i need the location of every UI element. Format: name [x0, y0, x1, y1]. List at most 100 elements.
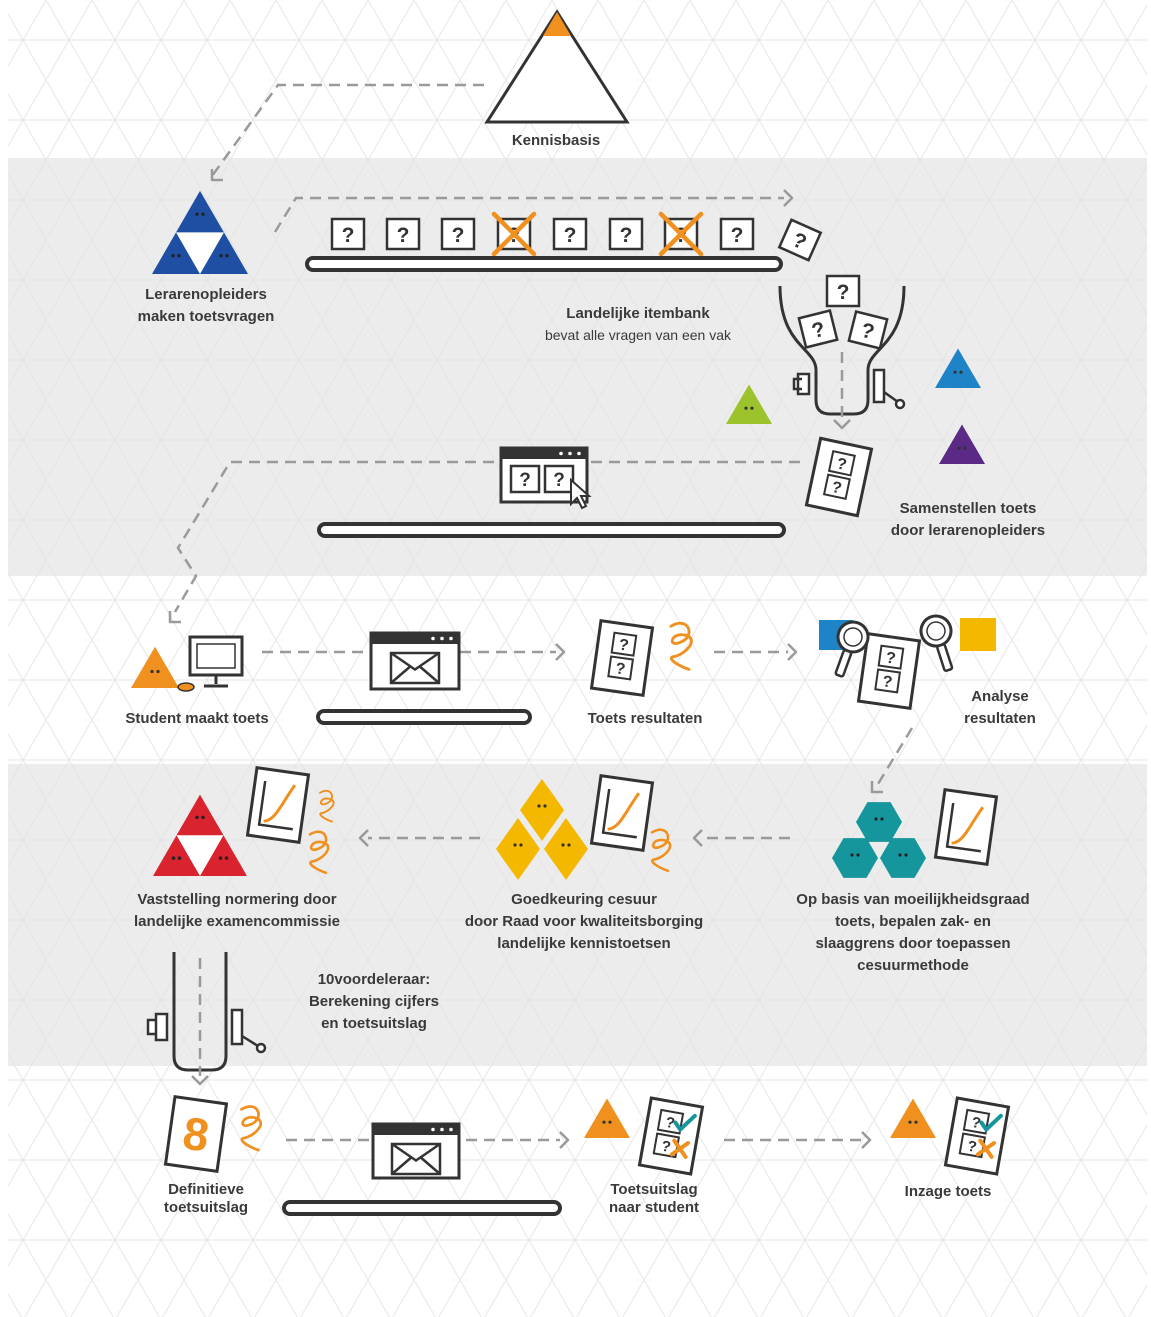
svg-text:?: ? — [614, 660, 626, 678]
label-lerarenopleiders: Lerarenopleiders maken toetsvragen — [137, 286, 275, 325]
arrow-tube-down — [191, 1075, 209, 1086]
question-card-icon: ? — [847, 310, 889, 350]
test-sheet-icon: ?? — [589, 619, 655, 697]
svg-text:?: ? — [966, 1138, 978, 1156]
raad-diamond-icon — [544, 818, 588, 880]
label-definitieve: Definitieve toetsuitslag — [163, 1181, 249, 1216]
student-triangle-icon — [584, 1098, 630, 1138]
svg-text:?: ? — [885, 650, 897, 668]
graph-sheet-icon — [245, 766, 311, 844]
label-samenstellen: Samenstellen toets door lerarenopleiders — [890, 500, 1046, 539]
arrow-to-itembank — [783, 189, 794, 207]
result-sheet-icon: ?? — [637, 1096, 705, 1176]
arrow-kennisbasis — [210, 169, 223, 182]
browser-window-icon: ?? — [499, 446, 592, 510]
question-card-icon: ? — [440, 217, 476, 251]
raad-diamond-icon — [496, 818, 540, 880]
svg-text:?: ? — [830, 479, 843, 498]
arrow-to-inzage — [861, 1131, 872, 1149]
svg-text:?: ? — [620, 224, 633, 247]
label-inzage: Inzage toets — [904, 1183, 992, 1200]
conveyor-toets — [317, 522, 786, 538]
connector-to-student — [173, 460, 800, 613]
label-toetsuitslag-student: Toetsuitslag naar student — [608, 1181, 699, 1216]
connector-analyse-down — [876, 727, 914, 785]
label-vaststelling: Vaststelling normering door landelijke e… — [134, 891, 340, 930]
student-triangle-icon — [890, 1098, 936, 1138]
label-itembank: Landelijke itembank bevat alle vragen va… — [544, 305, 731, 343]
signature-icon — [669, 621, 693, 671]
svg-text:?: ? — [553, 470, 565, 491]
signature-icon — [319, 789, 335, 823]
analysis-yellow-square-icon — [960, 618, 996, 651]
cesuur-hexagon-icon — [856, 802, 902, 842]
arrow-to-student-result — [559, 1131, 570, 1149]
svg-text:?: ? — [664, 1114, 676, 1132]
raad-diamond-icon — [520, 779, 564, 841]
question-card-icon: ? — [797, 309, 839, 349]
svg-text:?: ? — [970, 1114, 982, 1132]
label-student: Student maakt toets — [125, 710, 269, 727]
arrow-student-results — [555, 643, 566, 661]
conveyor-itembank — [305, 256, 783, 272]
question-card-icon: ? — [825, 274, 861, 308]
envelope-window-icon — [371, 1122, 461, 1180]
kennisbasis-triangle-icon — [484, 9, 630, 124]
computer-icon — [177, 635, 244, 692]
question-card-icon: ? — [777, 218, 823, 262]
svg-text:?: ? — [564, 224, 577, 247]
svg-text:?: ? — [859, 319, 877, 344]
signature-icon — [240, 1105, 263, 1152]
cesuur-hexagon-icon — [832, 838, 878, 878]
reject-mark-1 — [491, 211, 537, 257]
signature-icon — [308, 830, 330, 875]
label-kennisbasis: Kennisbasis — [511, 132, 601, 149]
label-toets-resultaten: Toets resultaten — [587, 710, 703, 727]
arrow-funnel-down — [833, 419, 851, 430]
question-card-icon: ? — [608, 217, 644, 251]
teacher-blue-icon — [935, 348, 981, 388]
svg-text:?: ? — [342, 224, 355, 247]
svg-text:?: ? — [660, 1138, 672, 1156]
cross-icon — [975, 1138, 997, 1159]
reject-mark-2 — [658, 211, 704, 257]
test-sheet-icon: ?? — [804, 436, 874, 518]
teacher-purple-icon — [939, 424, 985, 464]
question-card-icon: ? — [330, 217, 366, 251]
label-op-basis: Op basis van moeilijkheidsgraad toets, b… — [796, 891, 1030, 974]
connector-kennisbasis — [210, 83, 484, 177]
label-analyse: Analyse resultaten — [964, 688, 1036, 727]
cross-icon — [669, 1138, 691, 1159]
commissie-triforce-icon — [153, 794, 247, 876]
check-icon — [673, 1113, 697, 1133]
grade-sheet-icon: 8 — [163, 1095, 229, 1173]
cursor-icon — [570, 477, 592, 510]
svg-text:?: ? — [519, 470, 531, 491]
cesuur-hexagon-icon — [880, 838, 926, 878]
svg-text:?: ? — [452, 224, 465, 247]
signature-icon — [650, 828, 672, 873]
svg-text:?: ? — [731, 224, 744, 247]
question-card-icon: ? — [385, 217, 421, 251]
connector-to-itembank — [273, 196, 784, 233]
svg-text:?: ? — [397, 224, 410, 247]
svg-text:?: ? — [835, 455, 848, 474]
svg-text:?: ? — [809, 318, 827, 343]
svg-text:?: ? — [881, 673, 893, 691]
arrow-to-analyse — [787, 643, 798, 661]
arrow-analyse-down — [870, 781, 883, 794]
label-berekening: 10voordeleraar: Berekening cijfers en to… — [308, 971, 440, 1032]
conveyor-final — [282, 1200, 562, 1216]
arrow-to-goedkeuring — [692, 829, 703, 847]
calculation-tube-icon — [146, 952, 267, 1072]
magnifier-icon — [919, 614, 954, 672]
check-icon — [979, 1113, 1003, 1133]
teacher-green-icon — [726, 384, 772, 424]
graph-sheet-icon — [589, 774, 655, 852]
conveyor-student — [316, 709, 532, 725]
magnifier-icon — [834, 620, 870, 678]
graph-sheet-icon — [933, 788, 999, 866]
teachers-triforce-icon — [152, 190, 248, 274]
